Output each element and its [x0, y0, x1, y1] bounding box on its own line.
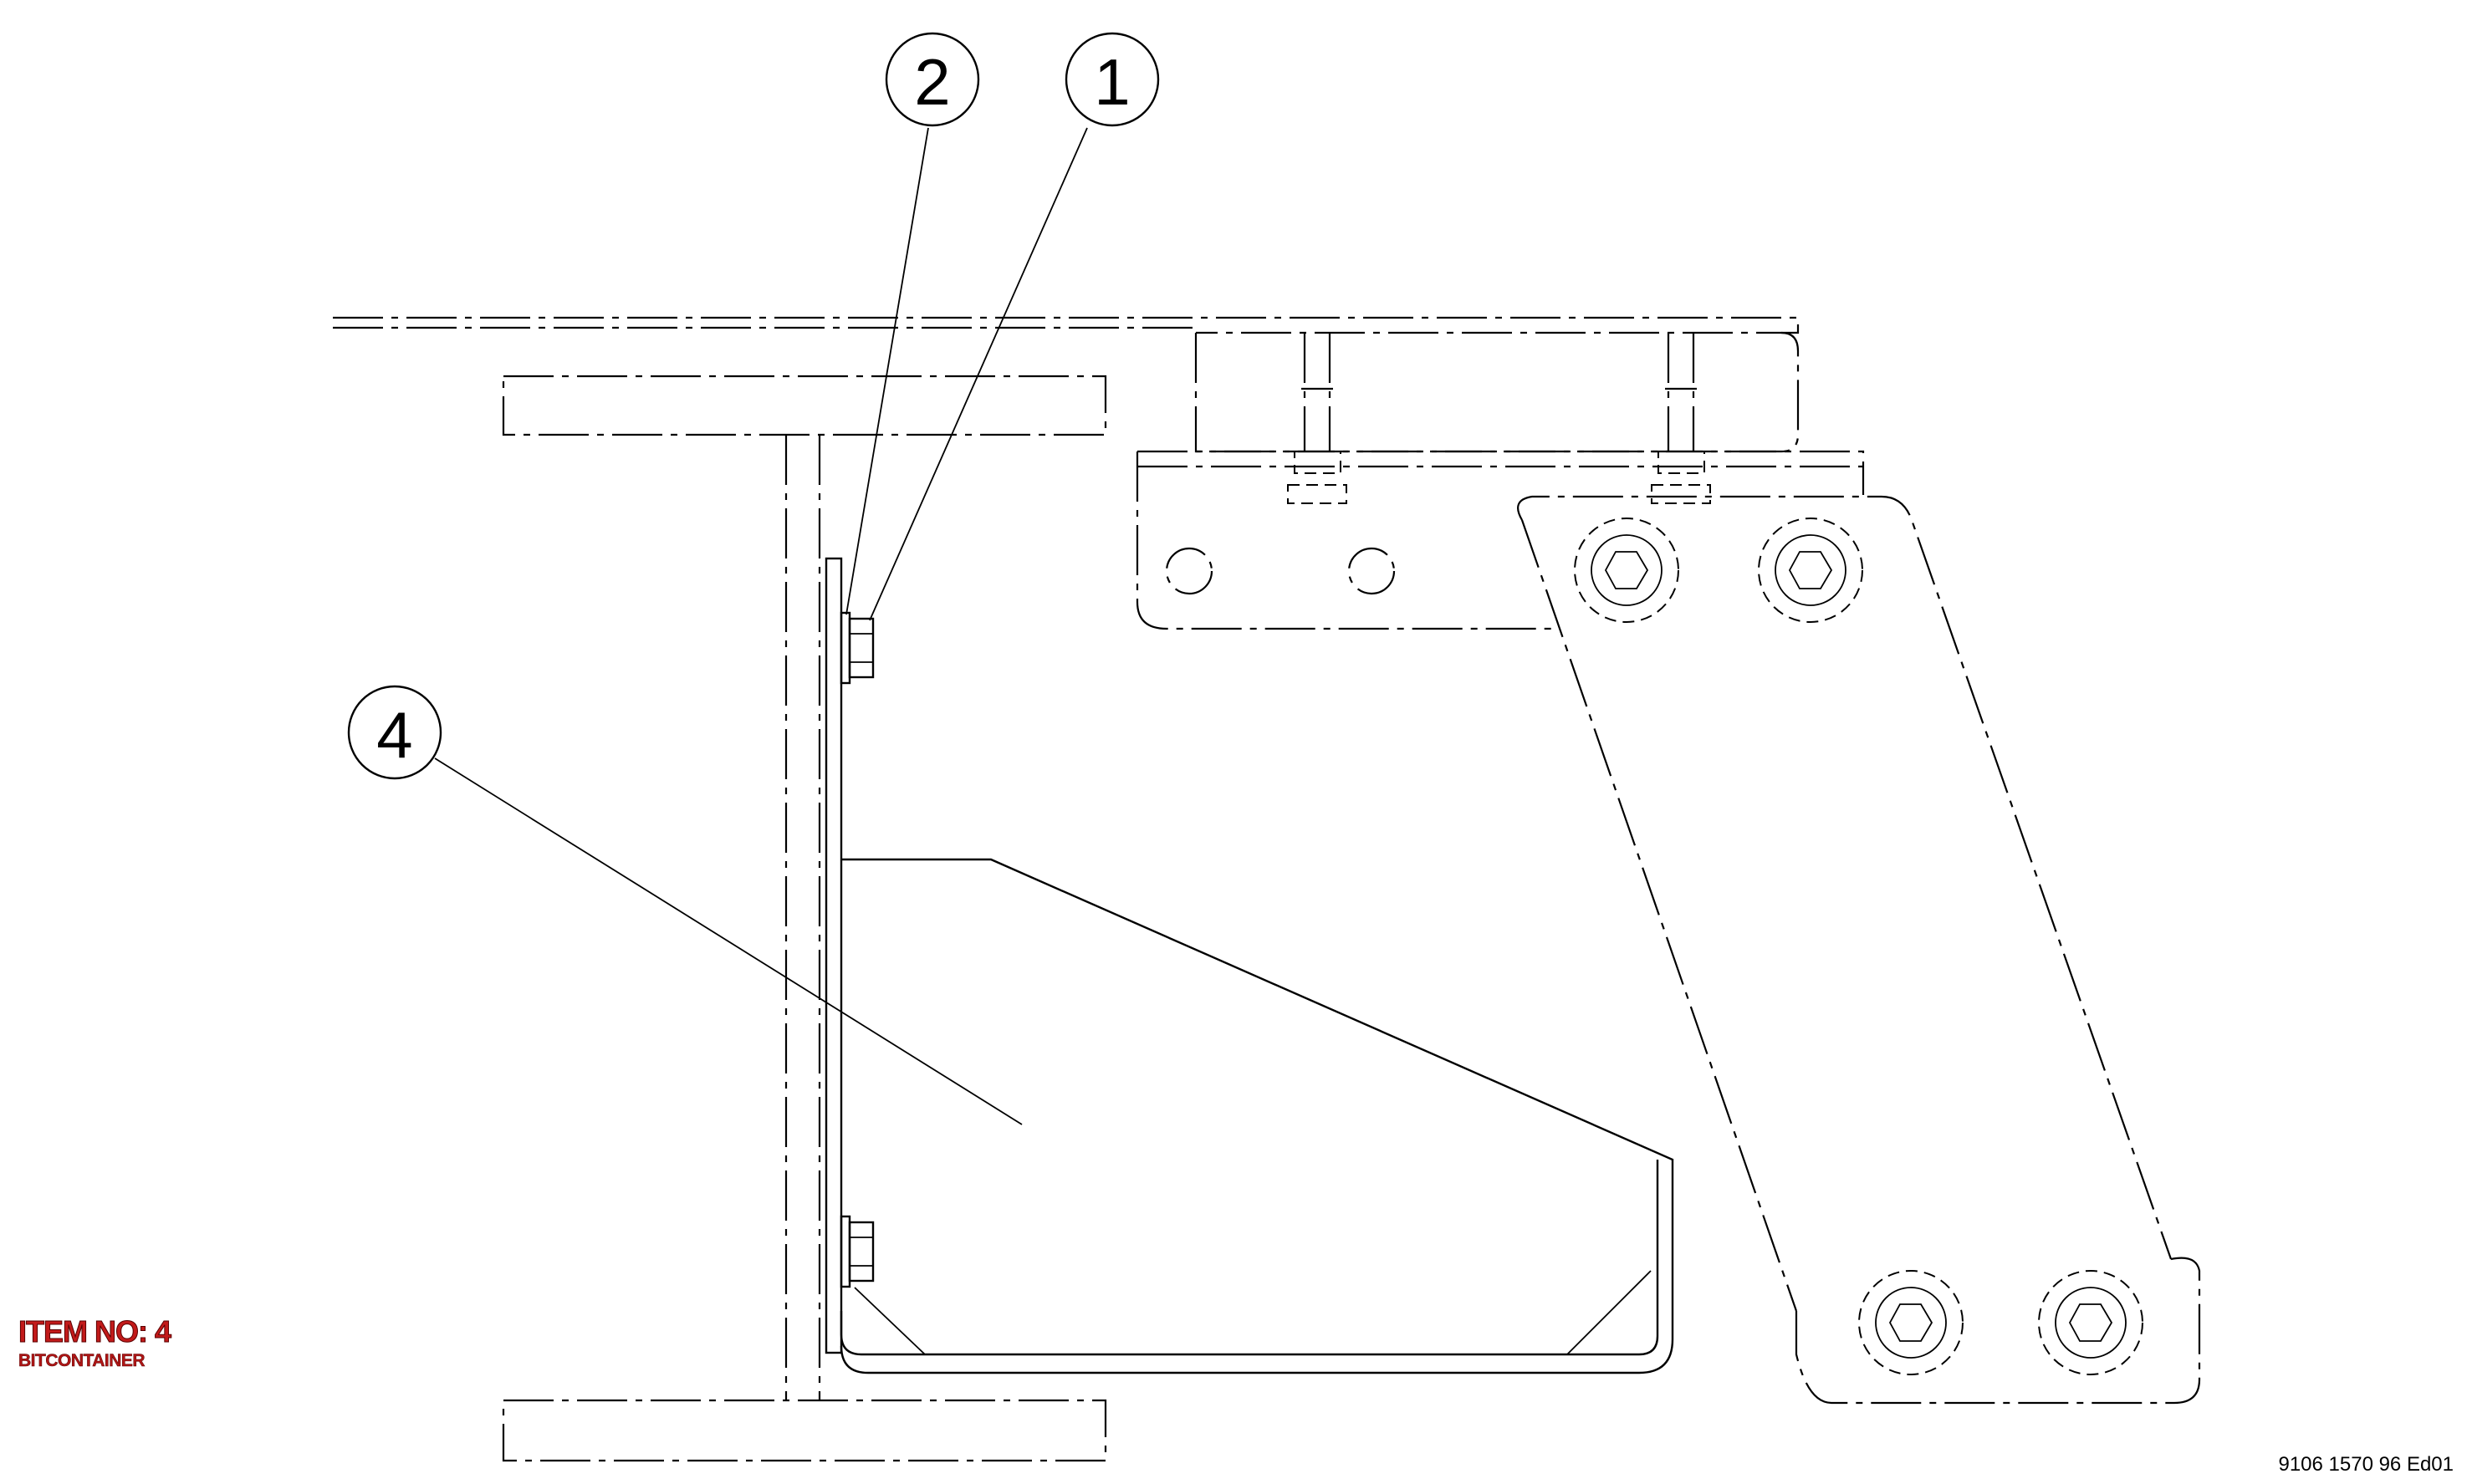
nut-left: [1294, 451, 1341, 474]
nut-right-lower: [1651, 484, 1711, 504]
swing-arm: [1517, 495, 2201, 1405]
mounting-plate: [1136, 450, 1865, 630]
callout-balloon-4: 4: [347, 685, 442, 780]
arm-hex-1-washer: [1591, 534, 1663, 606]
arm-hex-1: [1604, 551, 1649, 589]
upper-flange: [502, 375, 1107, 436]
gusset-left: [854, 1287, 926, 1355]
bolt-head-upper: [848, 617, 875, 679]
bit-container: [825, 557, 1674, 1374]
arm-hex-2: [1788, 551, 1833, 589]
arm-hex-2-washer: [1775, 534, 1846, 606]
leader-2: [845, 127, 929, 615]
balloon-circle: [1065, 32, 1160, 127]
mount-housing: [1194, 331, 1800, 453]
nut-right: [1657, 451, 1705, 474]
arm-bolt-ring-1: [1574, 518, 1679, 623]
back-plate: [825, 557, 843, 1354]
stud-left: [1301, 333, 1333, 451]
item-number-label: ITEM NO: 4: [18, 1314, 171, 1349]
top-beam: [333, 316, 1800, 334]
callout-number: 4: [376, 698, 412, 772]
nut-left-lower: [1287, 484, 1347, 504]
balloon-circle: [347, 685, 442, 780]
container-inner: [840, 1160, 1659, 1356]
phantom-structure: [333, 316, 2201, 1462]
gusset-right: [1566, 1270, 1652, 1355]
arm-bolt-ring-2: [1758, 518, 1863, 623]
arm-bolt-ring-3: [1858, 1270, 1964, 1375]
plate-hole-left: [1165, 547, 1213, 595]
arm-hex-4-washer: [2055, 1287, 2127, 1359]
stud-right: [1665, 333, 1697, 451]
leader-1: [869, 127, 1088, 621]
callout-balloon-2: 2: [885, 32, 980, 127]
arm-hex-4: [2068, 1303, 2113, 1342]
leader-4: [434, 757, 1023, 1125]
arm-hex-3: [1888, 1303, 1933, 1342]
beam-web: [784, 435, 821, 1400]
bolt-head-lower: [848, 1221, 875, 1283]
callout-number: 1: [1094, 45, 1130, 119]
arm-hex-3-washer: [1875, 1287, 1947, 1359]
item-description: BITCONTAINER: [18, 1351, 146, 1370]
lower-flange: [502, 1399, 1107, 1462]
washer-upper: [840, 611, 851, 685]
balloon-circle: [885, 32, 980, 127]
arm-bolt-ring-4: [2038, 1270, 2143, 1375]
callout-balloon-1: 1: [1065, 32, 1160, 127]
callout-number: 2: [914, 45, 950, 119]
container-outline: [840, 858, 1674, 1374]
plate-hole-right: [1347, 547, 1396, 595]
washer-lower: [840, 1215, 851, 1288]
leader-lines: [434, 127, 1088, 1125]
document-number: 9106 1570 96 Ed01: [2278, 1453, 2454, 1476]
